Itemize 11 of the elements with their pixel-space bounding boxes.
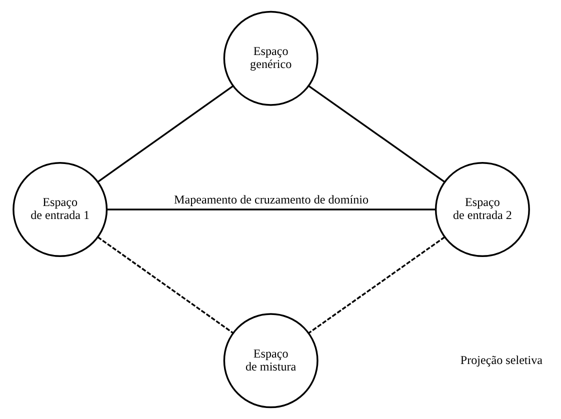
node-circle: Espaço de mistura	[222, 313, 318, 408]
label: Projeção seletiva	[460, 352, 542, 367]
node-circle: Espaço genérico	[222, 10, 318, 106]
connector	[308, 236, 445, 334]
node-circle: Espaço de entrada 2	[434, 162, 530, 257]
connector	[96, 236, 234, 334]
connector	[308, 85, 445, 183]
edge-label: Mapeamento de cruzamento de domínio	[174, 192, 368, 207]
node-circle: Espaço de entrada 1	[12, 162, 108, 257]
connector	[96, 85, 234, 183]
connector	[106, 208, 436, 210]
